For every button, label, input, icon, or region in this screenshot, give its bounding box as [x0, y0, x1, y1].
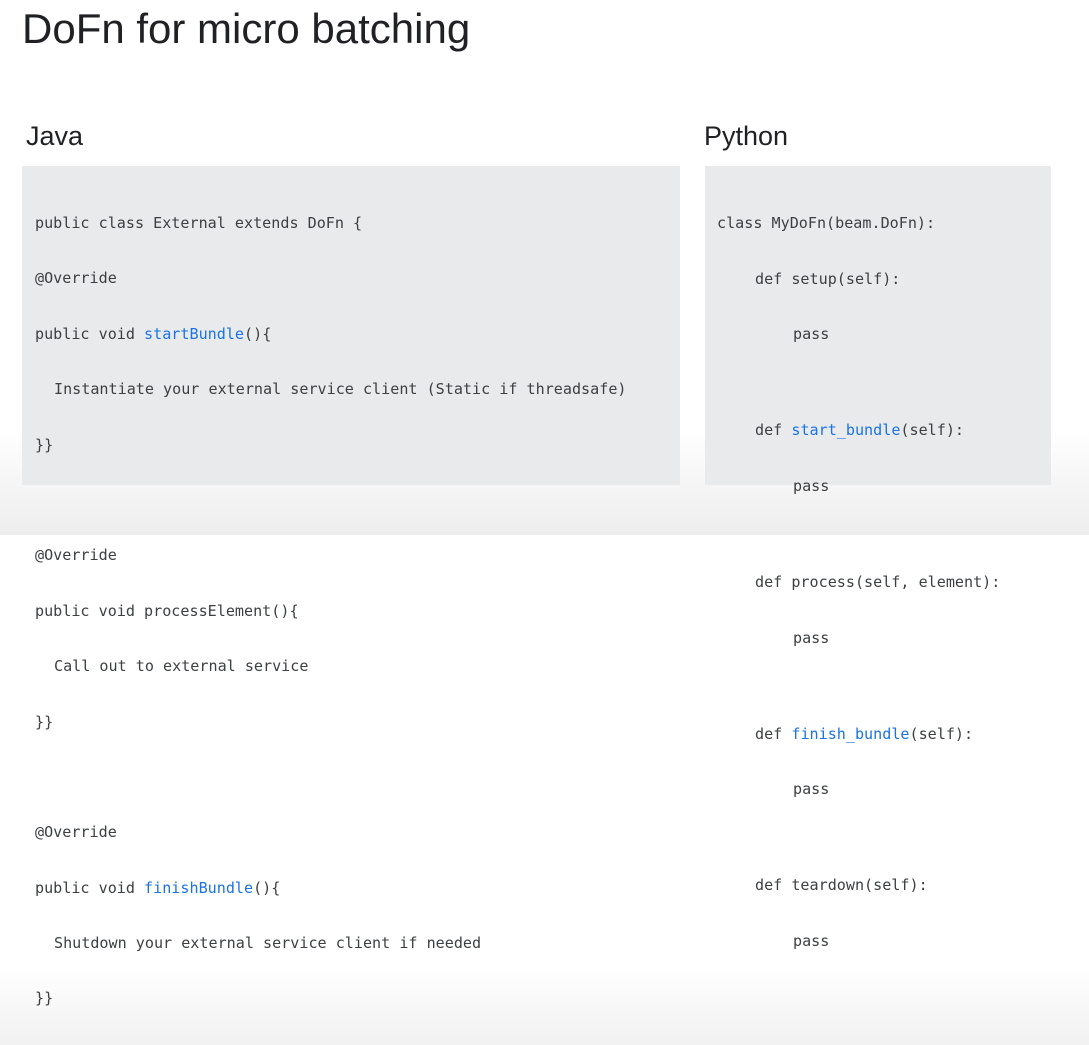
python-method-start-bundle: start_bundle — [791, 421, 901, 440]
python-code-line: class MyDoFn(beam.DoFn): — [717, 214, 936, 232]
python-code-line: def start_bundle(self): — [717, 421, 1051, 441]
java-code-token: public void — [35, 324, 145, 343]
java-code-line: public void processElement(){ — [35, 601, 299, 620]
python-code-line: def teardown(self): — [755, 876, 928, 895]
slide-title: DoFn for micro batching — [22, 5, 471, 52]
python-code-token: def — [755, 724, 792, 743]
python-code-line: pass — [793, 476, 830, 495]
python-code-line: pass — [793, 325, 830, 344]
java-code-line: Instantiate your external service client… — [54, 380, 627, 399]
java-method-finish-bundle: finishBundle — [144, 878, 254, 897]
java-code-line: }} — [35, 989, 54, 1008]
python-code-line: def process(self, element): — [755, 572, 1001, 591]
java-code-line: @Override — [35, 269, 117, 288]
java-code-token: public void — [35, 878, 145, 897]
blank-line — [35, 768, 680, 787]
python-method-finish-bundle: finish_bundle — [791, 724, 910, 743]
python-code-token: def — [755, 421, 792, 440]
python-code-block: class MyDoFn(beam.DoFn): def setup(self)… — [705, 166, 1051, 950]
java-code-token: (){ — [244, 324, 272, 343]
python-code-line: pass — [793, 931, 830, 950]
java-code-line: public void finishBundle(){ — [35, 879, 680, 898]
java-code-line: }} — [35, 712, 54, 731]
java-code-line: @Override — [35, 823, 117, 842]
python-code-token: (self): — [900, 421, 965, 440]
java-code-line: }} — [35, 435, 54, 454]
java-code-token: (){ — [253, 878, 281, 897]
blank-line — [35, 491, 680, 510]
python-section-label: Python — [704, 121, 789, 151]
python-code-line: def setup(self): — [755, 269, 901, 288]
java-code-line: Shutdown your external service client if… — [54, 934, 482, 953]
java-code-line: @Override — [35, 546, 117, 565]
python-code-line: pass — [793, 628, 830, 647]
java-section-label: Java — [26, 121, 84, 151]
python-code-line: pass — [793, 780, 830, 799]
java-code-line: public void startBundle(){ — [35, 325, 680, 344]
python-code-line: def finish_bundle(self): — [717, 725, 1051, 745]
java-code-line: public class External extends DoFn { — [35, 214, 363, 232]
java-method-start-bundle: startBundle — [144, 324, 245, 343]
python-code-token: (self): — [909, 724, 974, 743]
java-code-line: Call out to external service — [54, 657, 309, 676]
java-code-block: public class External extends DoFn { @Ov… — [22, 166, 680, 1007]
